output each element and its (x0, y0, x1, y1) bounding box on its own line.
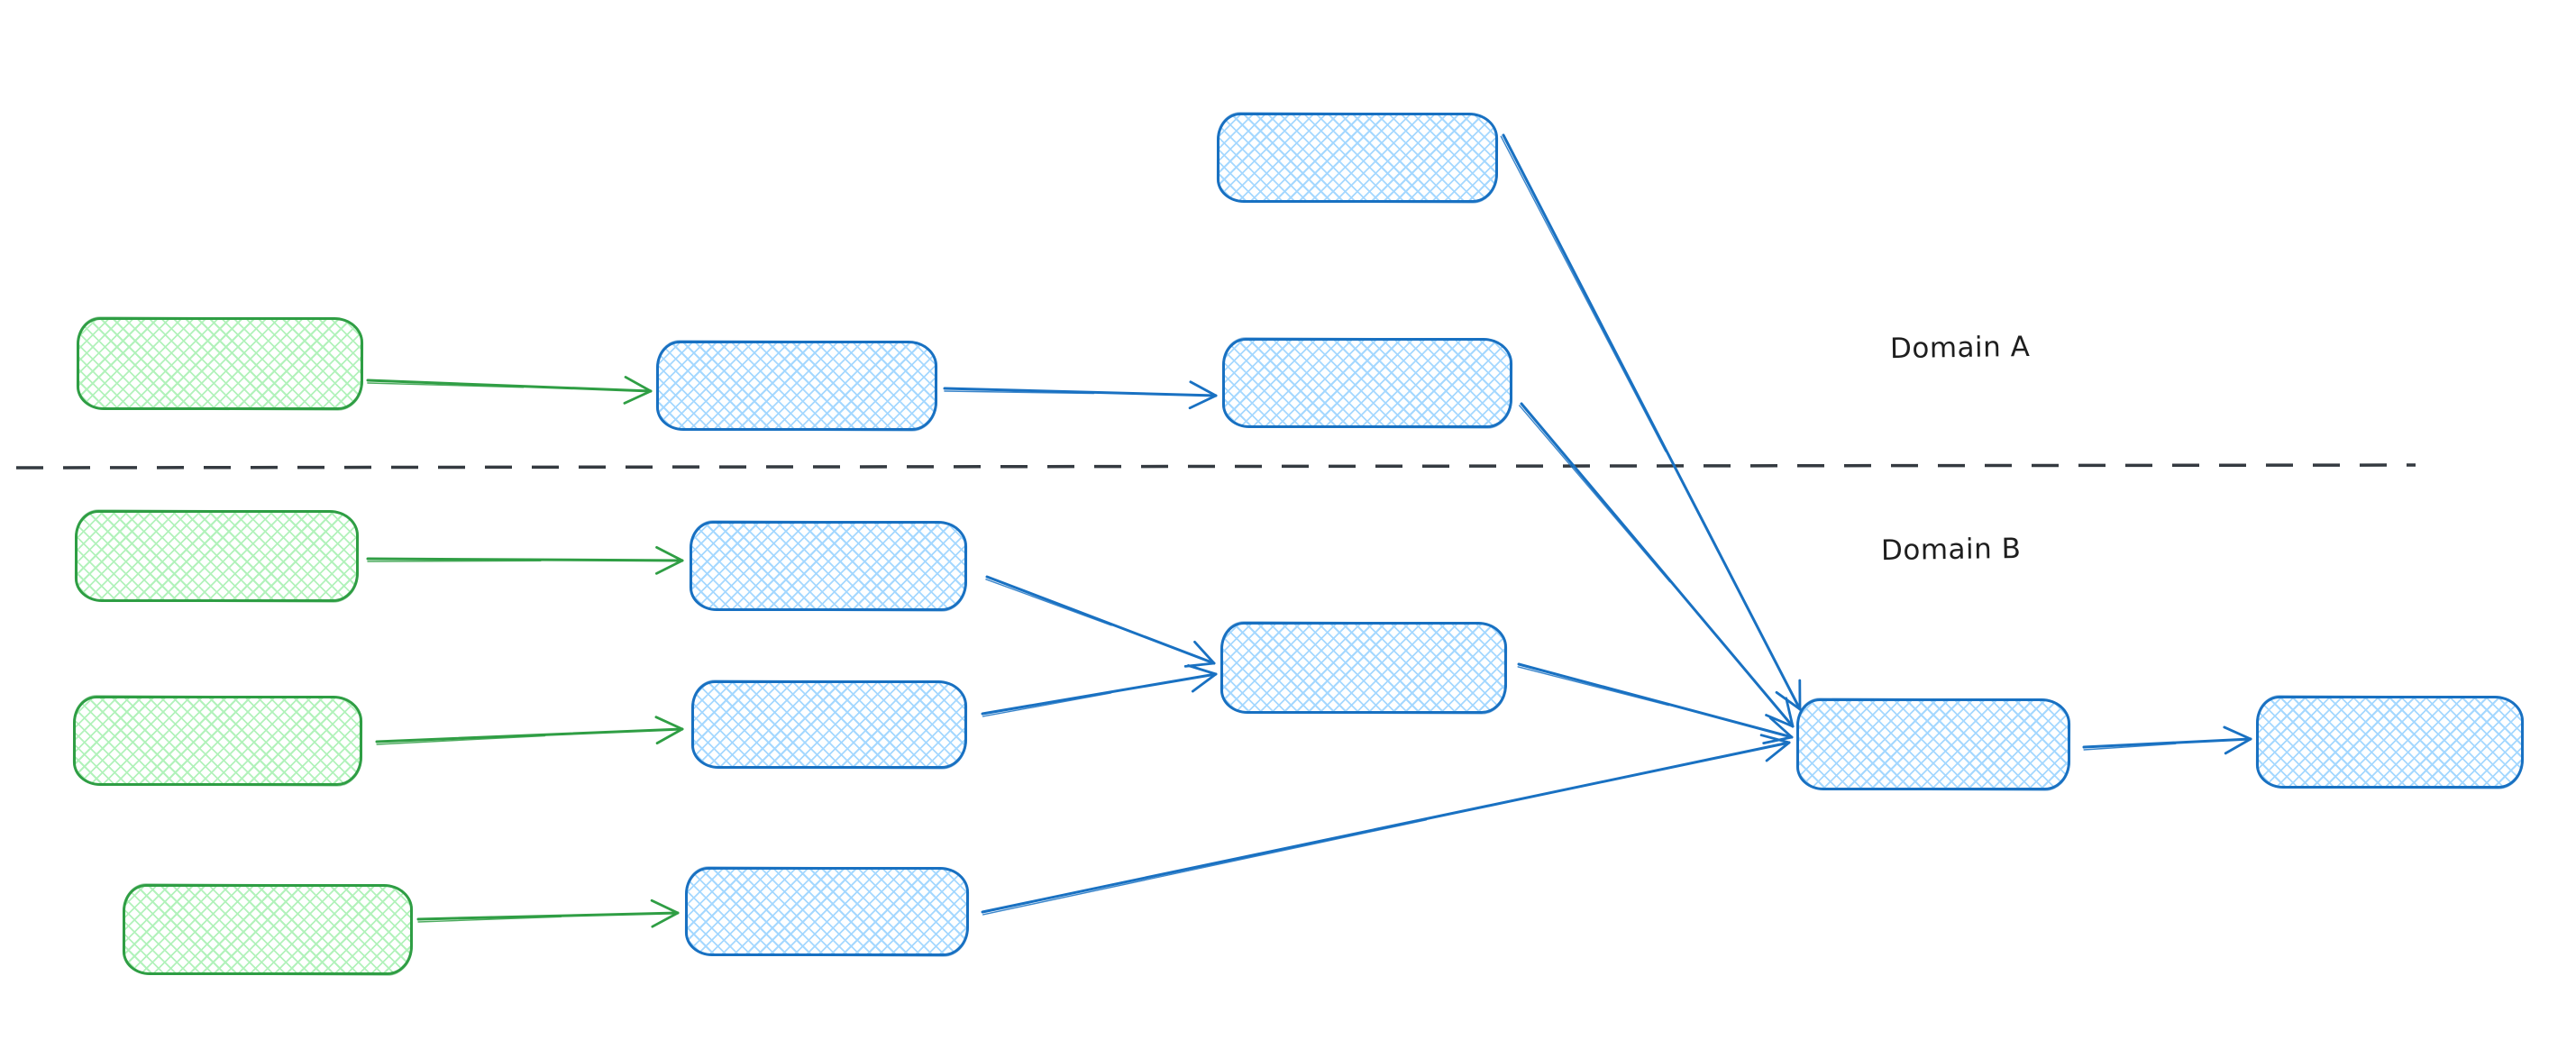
node-join (1796, 698, 2070, 790)
arrow-join-to-output (2082, 725, 2252, 755)
node-source-a (77, 317, 363, 410)
arrow-source-a-to-stage-a-1 (366, 376, 653, 405)
domain-b-label: Domain B (1880, 532, 2022, 568)
node-stage-a-1 (656, 341, 937, 431)
node-stage-b-2 (691, 680, 967, 769)
node-stage-a-top (1217, 113, 1498, 203)
arrow-source-b2-to-stage-b-2 (375, 716, 684, 745)
arrow-merge-to-join (1517, 662, 1794, 745)
node-source-b3 (123, 884, 413, 975)
node-source-b1 (75, 510, 359, 602)
arrow-stage-a-2-to-join (1519, 402, 1795, 728)
node-stage-b-merge (1220, 622, 1507, 714)
arrow-stage-a-top-to-join (1500, 133, 1802, 711)
arrow-source-b3-to-stage-b-3 (416, 898, 680, 928)
arrow-stage-b-3-to-join (981, 734, 1791, 916)
arrow-stage-b-2-to-merge (981, 664, 1218, 717)
domain-divider-dashed-line (15, 463, 2416, 470)
node-stage-b-3 (685, 867, 969, 956)
node-stage-b-1 (690, 521, 967, 611)
arrow-stage-a-1-to-stage-a-2 (943, 380, 1218, 410)
node-stage-a-2 (1222, 338, 1512, 428)
domain-a-label: Domain A (1889, 330, 2031, 366)
node-source-b2 (73, 696, 362, 786)
node-output (2256, 696, 2524, 789)
arrow-source-b1-to-stage-b-1 (366, 545, 684, 575)
